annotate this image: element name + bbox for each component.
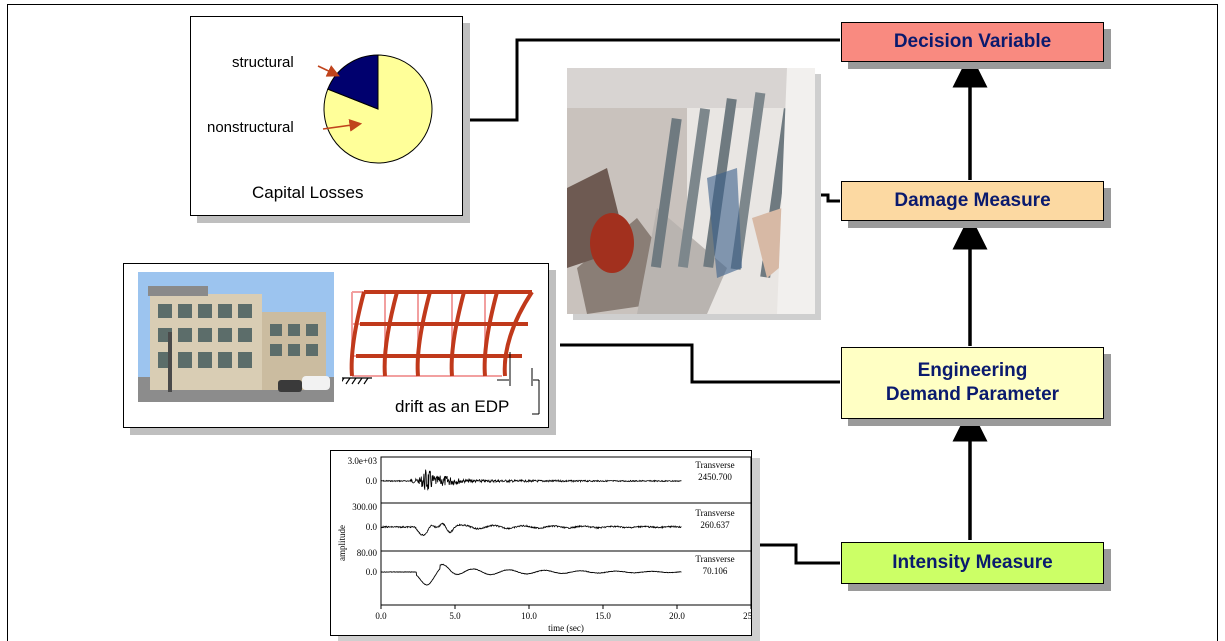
trace1-top-tick: 3.0e+03 [348, 456, 378, 466]
trace1-value: 2450.700 [698, 472, 732, 482]
intensity-measure-label: Intensity Measure [892, 552, 1053, 573]
x-axis-ticks: 0.0 5.0 10.0 15.0 20.0 25.0 [375, 605, 751, 621]
edp-label-line1: Engineering [917, 360, 1028, 381]
xlabel-time: time (sec) [548, 623, 584, 633]
drift-label: drift as an EDP [395, 397, 510, 416]
capital-losses-caption: Capital Losses [252, 183, 364, 202]
x-tick-label: 10.0 [521, 611, 537, 621]
decision-variable-label: Decision Variable [893, 31, 1052, 52]
capital-losses-panel: structural nonstructural Capital Losses [190, 16, 463, 216]
damage-measure-label: Damage Measure [894, 190, 1051, 211]
trace2-component: Transverse [695, 508, 734, 518]
trace3-zero-tick: 0.0 [366, 567, 378, 577]
trace3-value: 70.106 [703, 566, 728, 576]
building-photo [138, 272, 334, 402]
trace2-zero-tick: 0.0 [366, 522, 378, 532]
x-tick-label: 0.0 [375, 611, 387, 621]
damage-photo [567, 68, 815, 314]
edp-label-line2: Demand Parameter [885, 384, 1060, 405]
edp-box: Engineering Demand Parameter [841, 347, 1104, 419]
capital-losses-pie [317, 54, 433, 164]
nonstructural-arrow [322, 118, 363, 132]
nonstructural-label: nonstructural [207, 119, 294, 136]
connector-pie-to-dv [465, 38, 840, 122]
x-tick-label: 20.0 [669, 611, 685, 621]
drift-dimension [497, 352, 540, 415]
trace-3-waveform [380, 563, 682, 586]
trace1-zero-tick: 0.0 [366, 476, 378, 486]
seismogram-plot: amplitude 3.0e+03 0.0 300.00 0.0 80.00 0… [337, 456, 751, 633]
drift-frame-diagram [342, 290, 540, 415]
outer-frame [7, 4, 1218, 641]
trace1-component: Transverse [695, 460, 734, 470]
structural-label: structural [232, 54, 294, 71]
trace2-top-tick: 300.00 [352, 502, 377, 512]
x-tick-label: 5.0 [449, 611, 461, 621]
trace-2-waveform [380, 522, 682, 537]
ground-hatch [342, 377, 372, 385]
damage-measure-box: Damage Measure [841, 181, 1104, 221]
trace3-component: Transverse [695, 554, 734, 564]
decision-variable-box: Decision Variable [841, 22, 1104, 62]
connector-seismo-to-im [752, 543, 840, 565]
trace-1-waveform [380, 469, 682, 491]
connector-photo-to-dm [816, 193, 840, 203]
trace2-value: 260.637 [700, 520, 730, 530]
structural-arrow [317, 65, 340, 77]
connector-building-to-edp [560, 343, 840, 384]
seismogram-panel: amplitude 3.0e+03 0.0 300.00 0.0 80.00 0… [330, 450, 752, 636]
deformed-frame [349, 290, 534, 377]
trace3-top-tick: 80.00 [357, 548, 378, 558]
pie-slice-structural [327, 54, 379, 110]
x-tick-label: 25.0 [743, 611, 751, 621]
intensity-measure-box: Intensity Measure [841, 542, 1104, 584]
x-tick-label: 15.0 [595, 611, 611, 621]
building-drift-panel: drift as an EDP [123, 263, 549, 428]
ylabel-amplitude: amplitude [337, 525, 347, 561]
